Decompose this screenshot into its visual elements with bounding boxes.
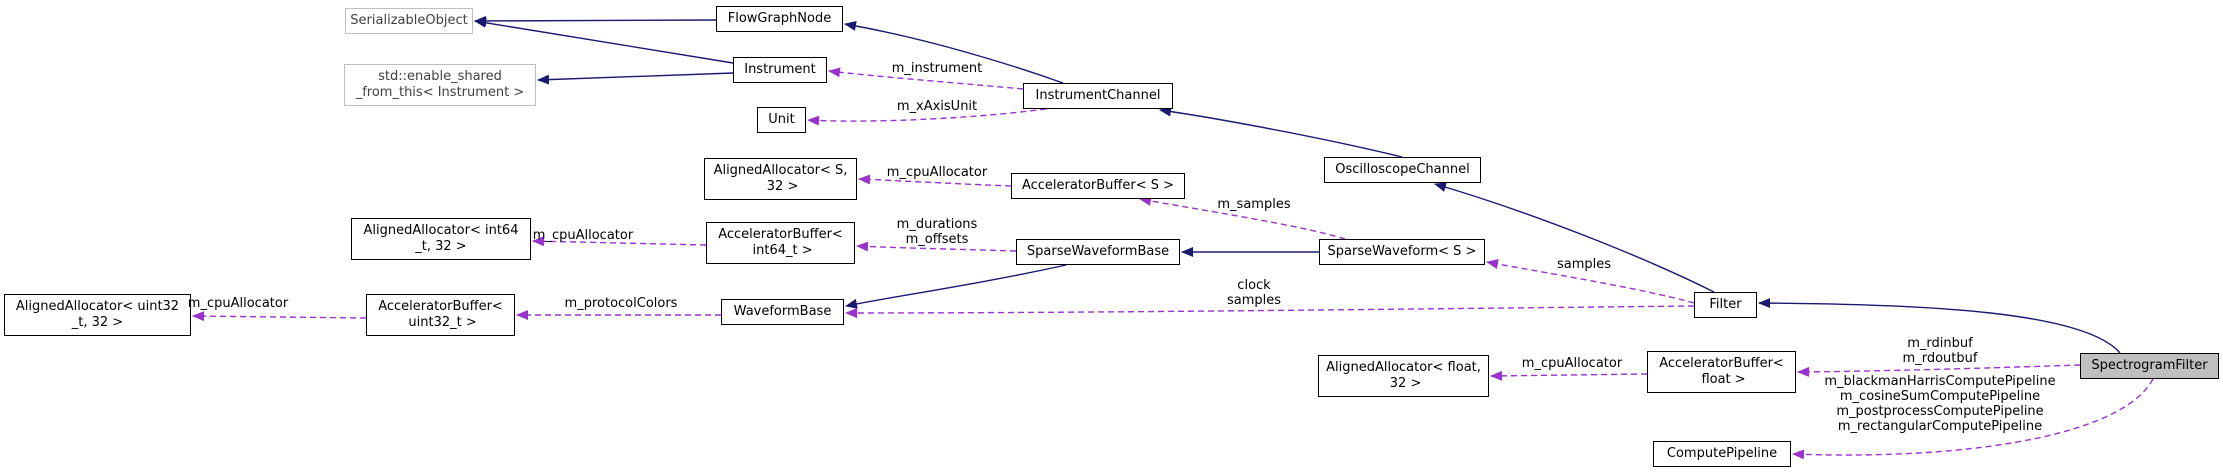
node-accelerator-buffer-uint32[interactable]: AcceleratorBuffer< uint32_t > [366,294,515,336]
node-filter[interactable]: Filter [1694,292,1757,318]
edge-label-m-cpuallocator-uint32: m_cpuAllocator [187,296,289,311]
node-aligned-allocator-float[interactable]: AlignedAllocator< float, 32 > [1318,355,1489,397]
node-aligned-allocator-uint32[interactable]: AlignedAllocator< uint32 _t, 32 > [4,294,191,336]
node-accelerator-buffer-s[interactable]: AcceleratorBuffer< S > [1011,173,1185,199]
edge-flowgraphnode-to-serializable [474,15,717,26]
edge-label-samples: samples [1556,257,1612,272]
node-waveform-base[interactable]: WaveformBase [721,299,844,325]
edge-accelbuffer-int64-uses-allocator-int64 [532,236,707,247]
node-unit[interactable]: Unit [757,107,806,133]
edge-label-m-cpuallocator-float: m_cpuAllocator [1521,356,1623,371]
edge-accelbuffer-uint32-uses-allocator-uint32 [192,311,367,322]
edge-label-m-instrument: m_instrument [891,61,983,76]
node-compute-pipeline[interactable]: ComputePipeline [1653,441,1791,467]
edge-filter-to-oscchannel [1434,182,1715,293]
edge-label-m-protocolcolors: m_protocolColors [564,296,678,311]
node-instrument[interactable]: Instrument [733,57,827,83]
edge-instrument-to-serializable [474,17,734,64]
edge-accelbuffer-float-uses-allocator-float [1490,370,1648,381]
node-serializable-object[interactable]: SerializableObject [345,8,473,34]
edge-filter-uses-sparsewaveform-s [1486,259,1695,304]
edge-sparsewaveformbase-to-waveformbase [845,264,1067,309]
edge-label-m-rdinbuf-rdoutbuf: m_rdinbuf m_rdoutbuf [1902,336,1978,366]
node-sparse-waveform-base[interactable]: SparseWaveformBase [1016,239,1180,265]
edge-label-clock-samples: clock samples [1226,278,1282,308]
edge-oscchannel-to-instrumentchannel [1159,106,1403,158]
edge-instrumentchannel-to-flowgraphnode [844,20,1064,84]
edge-accelbuffer-s-uses-allocator-s [858,174,1012,187]
edge-label-m-durations-offsets: m_durations m_offsets [896,217,978,247]
node-sparse-waveform-s[interactable]: SparseWaveform< S > [1319,239,1485,265]
node-accelerator-buffer-float[interactable]: AcceleratorBuffer< float > [1647,351,1796,393]
edge-instrument-to-enable-shared [537,72,734,85]
node-enable-shared-from-this[interactable]: std::enable_shared _from_this< Instrumen… [344,64,536,106]
edge-label-m-cpuallocator-int64: m_cpuAllocator [532,228,634,243]
edge-instrumentchannel-uses-instrument [828,67,1024,90]
node-aligned-allocator-s[interactable]: AlignedAllocator< S, 32 > [704,158,857,200]
edge-label-m-cpuallocator-s: m_cpuAllocator [886,165,988,180]
node-flow-graph-node[interactable]: FlowGraphNode [716,6,843,32]
edge-spectrogram-uses-accelbuffer-float [1797,364,2081,377]
edge-sparsewaveformbase-uses-accelbuffer-int64 [856,241,1017,252]
edge-sparsewaveform-s-uses-accelbuffer-s [1139,196,1346,240]
node-aligned-allocator-int64[interactable]: AlignedAllocator< int64 _t, 32 > [351,218,531,260]
node-instrument-channel[interactable]: InstrumentChannel [1023,83,1173,109]
node-oscilloscope-channel[interactable]: OscilloscopeChannel [1324,157,1481,183]
edge-label-m-xaxisunit: m_xAxisUnit [896,99,978,114]
edge-label-m-samples: m_samples [1217,197,1291,212]
node-accelerator-buffer-int64[interactable]: AcceleratorBuffer< int64_t > [706,222,855,264]
edge-spectrogram-uses-computepipeline [1792,378,2154,460]
edge-instrumentchannel-uses-unit [807,108,1047,126]
node-spectrogram-filter[interactable]: SpectrogramFilter [2080,353,2219,379]
edge-filter-uses-waveformbase [845,305,1695,318]
edge-label-compute-pipelines: m_blackmanHarrisComputePipeline m_cosine… [1824,374,2056,434]
edge-spectrogram-to-filter [1758,298,2121,354]
